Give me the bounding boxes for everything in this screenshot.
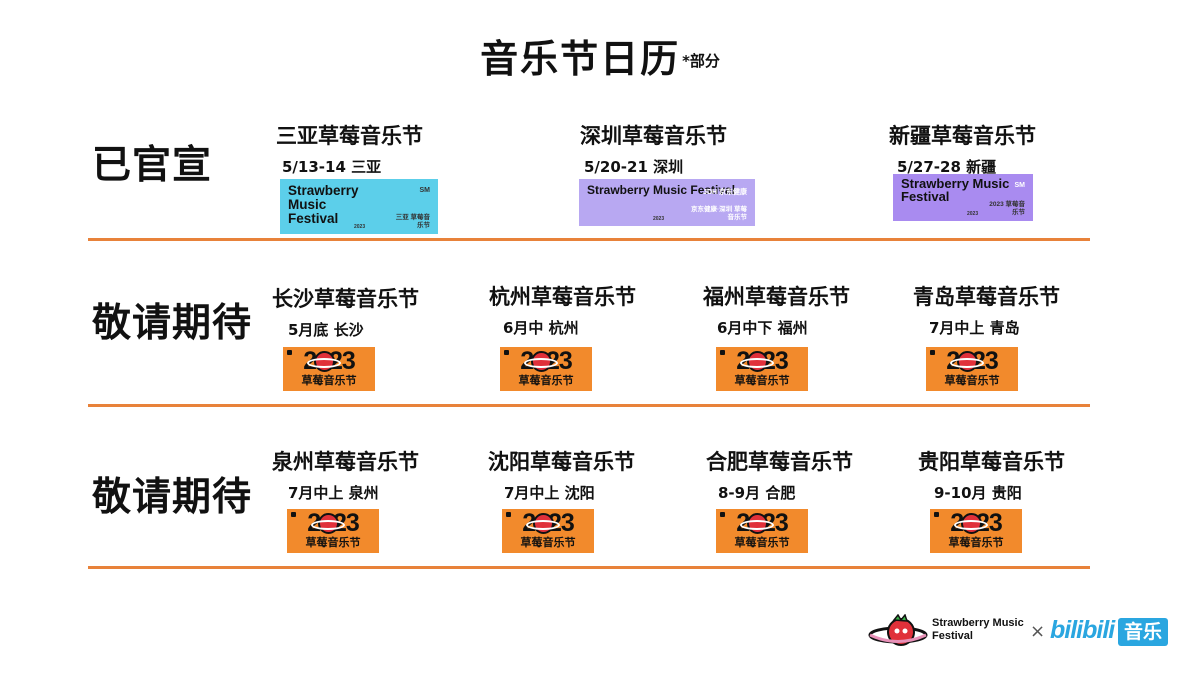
- badge-name: 草莓音乐节: [520, 536, 576, 549]
- badge-name: 草莓音乐节: [948, 536, 1004, 549]
- festival-date: 6月中下 福州: [717, 319, 808, 337]
- festival-date: 7月中上 沈阳: [504, 484, 595, 502]
- poster-year: 2023: [354, 224, 366, 230]
- badge-name: 草莓音乐节: [301, 374, 357, 387]
- festival-name: 新疆草莓音乐节: [889, 124, 1036, 148]
- badge-guiyang[interactable]: 2023 草莓音乐节: [930, 509, 1022, 553]
- ring-icon: [954, 520, 988, 530]
- ring-icon: [307, 358, 341, 368]
- festival-name: 合肥草莓音乐节: [706, 450, 853, 474]
- festival-date: 5月底 长沙: [288, 321, 364, 339]
- festival-name: 杭州草莓音乐节: [489, 285, 636, 309]
- badge-hangzhou[interactable]: 2023 草莓音乐节: [500, 347, 592, 391]
- festival-date: 7月中上 泉州: [288, 484, 379, 502]
- badge-dot: [504, 350, 509, 355]
- badge-dot: [506, 512, 511, 517]
- badge-dot: [934, 512, 939, 517]
- festival-date: 6月中 杭州: [503, 319, 579, 337]
- poster-tag: SM: [1014, 182, 1026, 189]
- festival-qingdao[interactable]: 贵阳草莓音乐节 青岛草莓音乐节 7月中上 青岛: [913, 281, 1103, 338]
- row-label-announced: 已官宣: [92, 143, 213, 188]
- title-note: *部分: [682, 52, 720, 70]
- festival-sanya[interactable]: 三亚草莓音乐节 5/13-14 三亚: [276, 120, 466, 177]
- festival-name: 福州草莓音乐节: [703, 285, 850, 309]
- badge-dot: [287, 350, 292, 355]
- poster-year: 2023: [967, 211, 979, 217]
- badge-dot: [291, 512, 296, 517]
- page-title: 音乐节日历*部分: [0, 28, 1200, 83]
- ring-icon: [524, 358, 558, 368]
- badge-name: 草莓音乐节: [734, 374, 790, 387]
- festival-name: 泉州草莓音乐节: [272, 450, 419, 474]
- ring-icon: [311, 520, 345, 530]
- festival-name: 长沙草莓音乐节: [272, 287, 419, 311]
- festival-name: 三亚草莓音乐节: [276, 124, 423, 148]
- poster-tag: JDH 京东健康: [703, 189, 747, 196]
- festival-guiyang[interactable]: 贵阳草莓音乐节 9-10月 贵阳: [918, 446, 1108, 503]
- badge-name: 草莓音乐节: [944, 374, 1000, 387]
- strawberry-planet-logo-icon: [868, 614, 928, 646]
- badge-name: 草莓音乐节: [734, 536, 790, 549]
- festival-fuzhou[interactable]: 福州草莓音乐节 6月中下 福州: [703, 281, 893, 338]
- festival-date: 5/20-21 深圳: [584, 158, 684, 176]
- badge-dot: [930, 350, 935, 355]
- badge-name: 草莓音乐节: [305, 536, 361, 549]
- divider: [88, 238, 1090, 241]
- badge-fuzhou[interactable]: 2023 草莓音乐节: [716, 347, 808, 391]
- badge-quanzhou[interactable]: 2023 草莓音乐节: [287, 509, 379, 553]
- badge-shenyang[interactable]: 2023 草莓音乐节: [502, 509, 594, 553]
- row-label-upcoming: 敬请期待: [92, 475, 253, 520]
- badge-name: 草莓音乐节: [518, 374, 574, 387]
- ring-icon: [950, 358, 984, 368]
- poster-text: Strawberry Music Festival: [288, 183, 359, 226]
- ring-icon: [526, 520, 560, 530]
- festival-shenyang[interactable]: 沈阳草莓音乐节 7月中上 沈阳: [488, 446, 678, 503]
- bilibili-music-tag: 音乐: [1118, 618, 1168, 646]
- festival-xinjiang[interactable]: 新疆草莓音乐节 5/27-28 新疆: [889, 120, 1079, 177]
- badge-dot: [720, 512, 725, 517]
- footer-cross: ×: [1030, 621, 1046, 642]
- festival-name: 深圳草莓音乐节: [580, 124, 727, 148]
- festival-name: 贵阳草莓音乐节: [918, 450, 1065, 474]
- divider: [88, 566, 1090, 569]
- row-label-upcoming: 敬请期待: [92, 301, 253, 346]
- poster-foot: 2023 草莓音乐节: [989, 201, 1025, 216]
- festival-name: 沈阳草莓音乐节: [488, 450, 635, 474]
- poster-text: Strawberry Music Festival: [901, 176, 1010, 204]
- poster-shenzhen[interactable]: Strawberry Music Festival JDH 京东健康 京东健康·…: [579, 179, 755, 226]
- festival-date: 9-10月 贵阳: [934, 484, 1022, 502]
- festival-shenzhen[interactable]: 深圳草莓音乐节 5/20-21 深圳: [580, 120, 770, 177]
- title-text: 音乐节日历: [480, 37, 681, 81]
- ring-icon: [740, 358, 774, 368]
- bilibili-logo: bilibili: [1050, 616, 1115, 644]
- festival-date: 5/27-28 新疆: [897, 158, 997, 176]
- festival-hefei[interactable]: 合肥草莓音乐节 8-9月 合肥: [706, 446, 896, 503]
- poster-xinjiang[interactable]: Strawberry Music Festival SM 2023 草莓音乐节 …: [893, 174, 1033, 221]
- festival-name: 青岛草莓音乐节: [913, 285, 1060, 309]
- poster-year: 2023: [653, 216, 665, 222]
- poster-sanya[interactable]: Strawberry Music Festival SM 三亚 草莓音乐节 20…: [280, 179, 438, 234]
- poster-foot: 三亚 草莓音乐节: [395, 214, 430, 229]
- festival-date: 5/13-14 三亚: [282, 158, 382, 176]
- festival-date: 8-9月 合肥: [718, 484, 796, 502]
- poster-text: Strawberry Music Festival: [587, 183, 736, 197]
- festival-hangzhou[interactable]: 杭州草莓音乐节 6月中 杭州: [489, 281, 679, 338]
- ring-icon: [740, 520, 774, 530]
- festival-quanzhou[interactable]: 泉州草莓音乐节 7月中上 泉州: [272, 446, 462, 503]
- divider: [88, 404, 1090, 407]
- poster-foot: 京东健康·深圳 草莓音乐节: [691, 206, 747, 221]
- festival-date: 7月中上 青岛: [929, 319, 1020, 337]
- badge-changsha[interactable]: 2023 草莓音乐节: [283, 347, 375, 391]
- badge-hefei[interactable]: 2023 草莓音乐节: [716, 509, 808, 553]
- festival-changsha[interactable]: 长沙草莓音乐节 5月底 长沙: [272, 283, 462, 340]
- footer-logo-text: Strawberry Music Festival: [932, 617, 1024, 642]
- badge-dot: [720, 350, 725, 355]
- poster-tag: SM: [419, 187, 431, 194]
- badge-qingdao[interactable]: 2023 草莓音乐节: [926, 347, 1018, 391]
